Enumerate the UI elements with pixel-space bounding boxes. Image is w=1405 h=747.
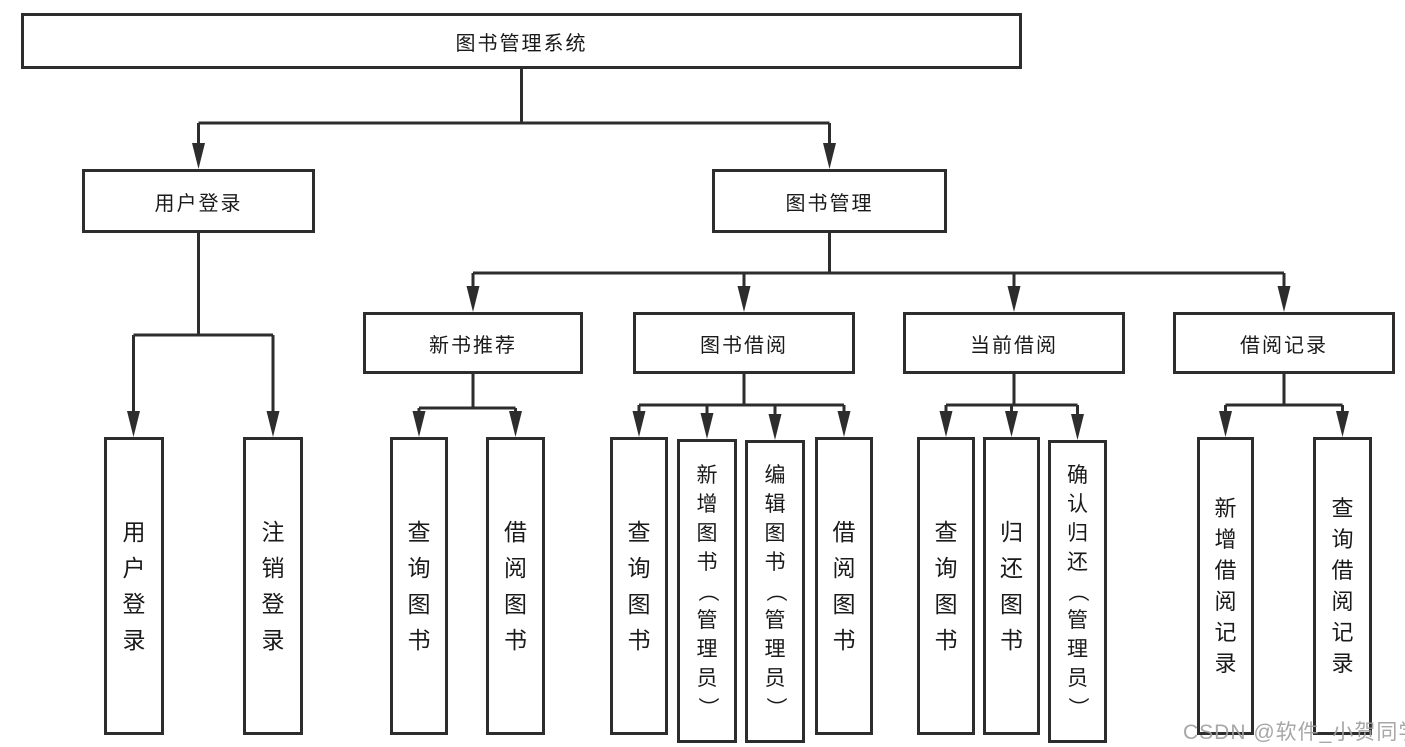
csdn-watermark: CSDN @软件_小贺同学: [1183, 721, 1405, 744]
node-leaf-current-return-books: 归还图书: [983, 437, 1040, 735]
node-book-management: 图书管理: [712, 169, 947, 233]
node-leaf-records-add-record: 新增借阅记录: [1197, 437, 1254, 735]
node-leaf-records-query-record: 查询借阅记录: [1313, 437, 1372, 735]
node-leaf-borrow-add-books-admin: 新增图书（管理员）: [677, 439, 737, 743]
node-leaf-user-login: 用户登录: [104, 437, 164, 735]
node-leaf-logout: 注销登录: [243, 437, 303, 735]
node-current-borrowing: 当前借阅: [903, 312, 1125, 374]
node-leaf-borrow-edit-books-admin: 编辑图书（管理员）: [745, 440, 805, 743]
node-leaf-newrec-borrow-books: 借阅图书: [486, 437, 545, 735]
node-borrowing-records: 借阅记录: [1173, 312, 1395, 374]
node-leaf-current-query-books: 查询图书: [917, 437, 975, 735]
node-leaf-borrow-query-books: 查询图书: [610, 437, 668, 735]
node-leaf-current-confirm-return-admin: 确认归还（管理员）: [1048, 440, 1107, 743]
node-leaf-newrec-query-books: 查询图书: [390, 437, 448, 735]
node-new-book-recommend: 新书推荐: [363, 312, 583, 374]
node-library-system-root: 图书管理系统: [21, 13, 1022, 69]
node-book-borrowing: 图书借阅: [633, 312, 855, 374]
node-leaf-borrow-borrow-books: 借阅图书: [815, 437, 873, 735]
node-user-login: 用户登录: [82, 169, 315, 233]
